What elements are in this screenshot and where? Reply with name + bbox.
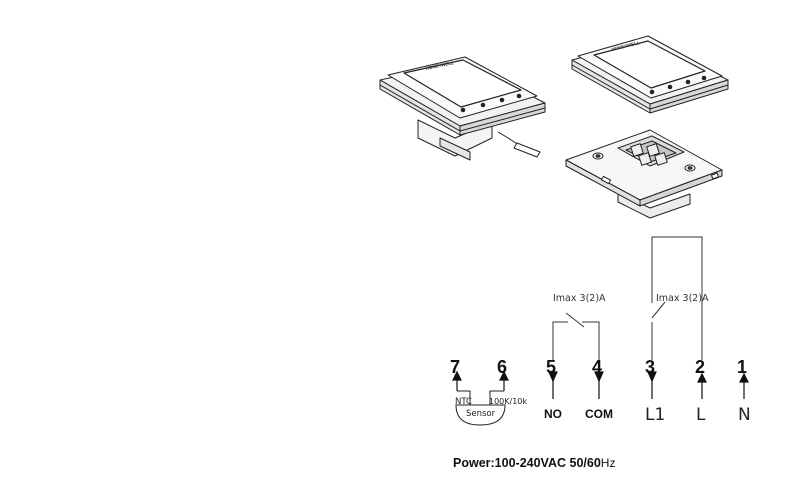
terminal-1-number: 1 <box>737 357 747 377</box>
relay-left-no-lead <box>553 322 568 360</box>
terminal-1-label: N <box>738 405 751 425</box>
terminal-3-label: L1 <box>645 405 665 425</box>
sensor-resistance-label: 100K/10k <box>489 397 527 406</box>
thermostat-device-left <box>380 57 545 160</box>
device-right-button-2 <box>668 85 672 89</box>
device-left-button-4 <box>517 94 521 98</box>
sensor-ntc-label: NTC <box>455 397 472 407</box>
power-rating: Power:100-240VAC 50/60Hz <box>453 456 615 470</box>
thermostat-device-right <box>572 36 728 113</box>
terminal-2-label: L <box>696 405 706 425</box>
sensor-body-label: Sensor <box>466 409 496 419</box>
mounting-back-plate <box>566 130 722 218</box>
terminal-4-label: COM <box>585 407 613 421</box>
terminal-2-number: 2 <box>695 357 705 377</box>
probe-sensor <box>514 143 540 157</box>
terminal-5-label: NO <box>544 407 562 421</box>
device-left-button-2 <box>481 103 485 107</box>
power-rating-main: Power:100-240VAC 50/60 <box>453 456 601 470</box>
power-rating-hz: Hz <box>601 456 616 470</box>
device-right-button-1 <box>650 90 654 94</box>
device-right-button-3 <box>686 80 690 84</box>
relay-right-switch-blade <box>652 302 665 318</box>
relay-left-current-rating: Imax 3(2)A <box>553 293 606 304</box>
device-right-button-4 <box>702 76 706 80</box>
relay-left-com-lead <box>582 322 599 360</box>
relay-right-current-rating: Imax 3(2)A <box>656 293 709 304</box>
device-left-button-3 <box>500 98 504 102</box>
relay-left-switch-blade <box>566 313 584 327</box>
device-left-button-1 <box>461 108 465 112</box>
